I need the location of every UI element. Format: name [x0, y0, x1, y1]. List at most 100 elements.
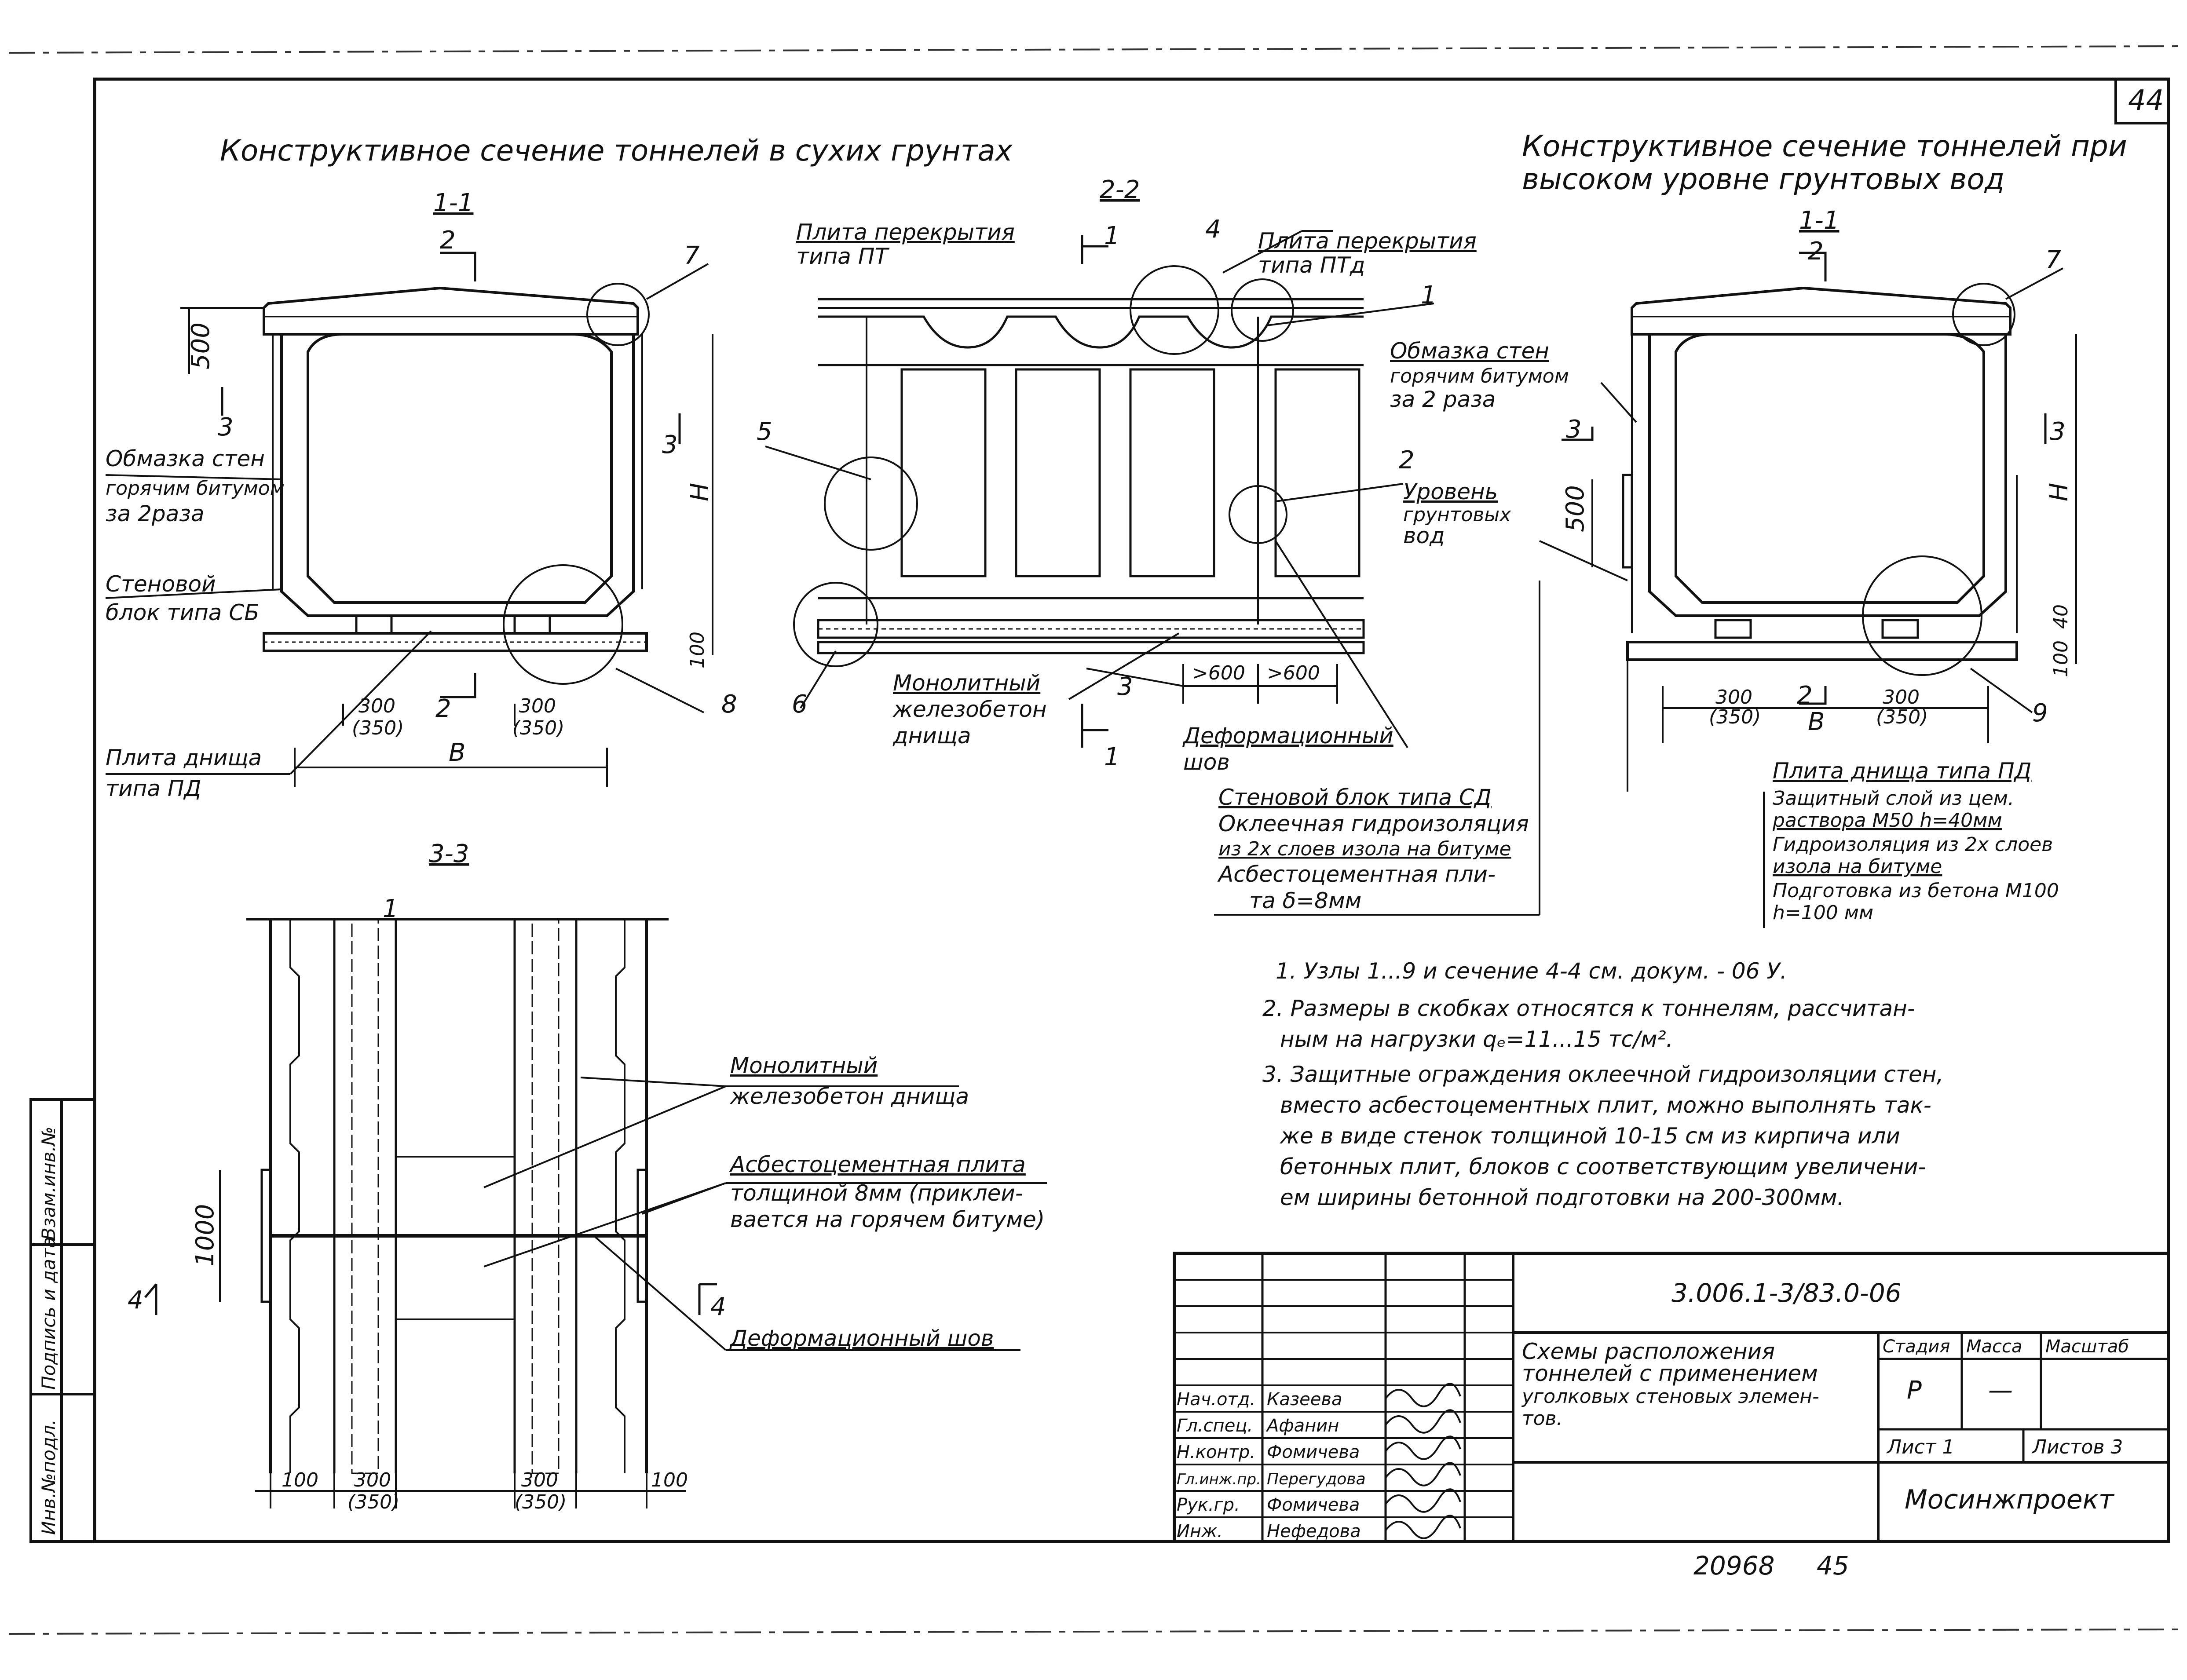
tb-name-6: Нефедова — [1267, 1521, 1361, 1541]
dim-350-d: (350) — [1876, 706, 1928, 728]
mark-8: 8 — [721, 690, 737, 719]
slab-ptd-l2: типа ПТд — [1258, 252, 1365, 278]
tb-title-1: Схемы расположения — [1522, 1339, 1775, 1364]
bottom-left-l1: Плита днища — [106, 745, 262, 771]
side-stamp-replace: Взам.инв.№ — [38, 1127, 59, 1240]
asb-33-l2: толщиной 8мм (приклеи- — [730, 1180, 1023, 1206]
joint-22-l2: шов — [1183, 749, 1230, 775]
dim-300-a: 300 — [358, 695, 395, 717]
title-dry: Конструктивное сечение тоннелей в сухих … — [220, 134, 1013, 168]
mono-22-l1: Монолитный — [893, 670, 1040, 696]
legend-wall-3: Асбестоцементная пли- — [1217, 862, 1496, 887]
tb-org: Мосинжпроект — [1905, 1484, 2115, 1515]
dim-300-33a: 300 — [354, 1469, 391, 1491]
dim-h-left: H — [686, 483, 714, 501]
tb-title-4: тов. — [1522, 1407, 1562, 1430]
note-3d: бетонных плит, блоков с соответствующим … — [1280, 1154, 1926, 1180]
legend-bottom-5: Подготовка из бетона М100 — [1773, 880, 2059, 902]
mark-4-right: 4 — [710, 1293, 726, 1321]
legend-bottom-4: изола на битуме — [1773, 855, 1942, 878]
dim-500-left: 500 — [187, 322, 215, 369]
coating-22-l2: горячим битумом — [1390, 365, 1569, 387]
dim-350-a: (350) — [352, 717, 404, 739]
mono-33-l2: железобетон днища — [730, 1084, 969, 1109]
legend-wall-0: Стеновой блок типа СД — [1218, 785, 1492, 810]
slab-ptd-l1: Плита перекрытия — [1258, 228, 1477, 254]
asb-33-l1: Асбестоцементная плита — [729, 1152, 1026, 1177]
note-3b: вместо асбестоцементных плит, можно выпо… — [1280, 1092, 1931, 1118]
mark-1-right-22: 1 — [1421, 281, 1437, 310]
mark-2-bottom-left: 2 — [435, 694, 451, 723]
section-1-1-left: 1-1 — [105, 189, 713, 787]
legend-wall-2: из 2х слоев изола на битуме — [1218, 838, 1511, 860]
mono-33-l1: Монолитный — [730, 1053, 878, 1078]
mark-3-22: 3 — [1117, 672, 1133, 701]
asb-33-l3: вается на горячем битуме) — [730, 1207, 1045, 1232]
coating-left-l2: горячим битумом — [106, 477, 285, 500]
dim-100-33a: 100 — [282, 1469, 318, 1491]
section-label-2-2: 2-2 — [1100, 175, 1140, 204]
dim-300-b: 300 — [519, 695, 556, 717]
legend-bottom-3: Гидроизоляция из 2х слоев — [1773, 833, 2053, 856]
side-stamp-sign: Подпись и дата — [38, 1237, 59, 1390]
dim-350-b: (350) — [512, 717, 564, 739]
tb-name-1: Казеева — [1267, 1389, 1342, 1410]
section-2-2: 2-2 — [765, 175, 1434, 749]
notes-block: 1. Узлы 1...9 и сечение 4-4 см. докум. -… — [1262, 958, 1943, 1210]
dim-100-33b: 100 — [651, 1469, 688, 1491]
mark-2-right-22: 2 — [1399, 446, 1415, 475]
mark-2-top-right: 2 — [1808, 237, 1824, 266]
tb-title-3: уголковых стеновых элемен- — [1521, 1385, 1819, 1408]
mark-3-right-b: 3 — [2050, 417, 2066, 446]
paper-edge-lines — [8, 45, 2182, 1635]
mono-22-l2: железобетон — [892, 697, 1047, 722]
wallblock-left-l1: Стеновой — [106, 571, 216, 597]
legend-bottom-0: Плита днища типа ПД — [1773, 758, 2032, 784]
mark-9: 9 — [2032, 699, 2048, 727]
section-label-3-3: 3-3 — [429, 840, 469, 868]
mark-4-left: 4 — [128, 1286, 143, 1315]
side-stamp-inv: Инв.№подл. — [38, 1419, 59, 1535]
tb-sheet: Лист 1 — [1886, 1436, 1954, 1458]
title-wet-line1: Конструктивное сечение тоннелей при — [1522, 129, 2127, 163]
mark-6: 6 — [792, 690, 808, 719]
legend-wall-1: Оклеечная гидроизоляция — [1218, 811, 1529, 836]
section-label-1-1-left: 1-1 — [433, 189, 473, 217]
page-number: 44 — [2128, 84, 2164, 117]
dim-600-b: >600 — [1267, 662, 1320, 684]
legend-wall-4: та δ=8мм — [1249, 888, 1361, 913]
legend-bottom-1: Защитный слой из цем. — [1773, 787, 2014, 810]
dim-300-d: 300 — [1883, 686, 1920, 709]
tb-sheets: Листов 3 — [2031, 1436, 2123, 1458]
tb-stage-label: Стадия — [1883, 1337, 1950, 1357]
mark-2-top-left: 2 — [440, 226, 456, 255]
tb-name-3: Фомичева — [1267, 1442, 1360, 1462]
mark-1-top-22: 1 — [1104, 222, 1120, 250]
dim-350-33b: (350) — [515, 1491, 567, 1513]
tb-role-5: Рук.гр. — [1177, 1495, 1240, 1515]
mark-7-left: 7 — [684, 241, 700, 270]
coating-22-l3: за 2 раза — [1390, 387, 1496, 412]
water-l2: грунтовых — [1403, 504, 1511, 526]
bottom-left-l2: типа ПД — [106, 776, 201, 801]
dim-100-right: 100 — [2050, 640, 2072, 677]
section-3-3: 3-3 — [144, 840, 1047, 1508]
tb-role-2: Гл.спец. — [1177, 1416, 1253, 1436]
note-2a: 2. Размеры в скобках относятся к тоннеля… — [1262, 996, 1915, 1021]
mark-2-bottom-right: 2 — [1797, 681, 1813, 710]
tb-name-4: Перегудова — [1267, 1470, 1366, 1488]
dim-b-right: B — [1808, 708, 1825, 736]
bottom-page-number: 45 — [1817, 1551, 1849, 1581]
tb-role-3: Н.контр. — [1177, 1442, 1255, 1462]
mark-4: 4 — [1205, 215, 1221, 244]
tb-stage-value: Р — [1907, 1376, 1922, 1405]
tb-role-4: Гл.инж.пр. — [1177, 1471, 1261, 1488]
dim-40-right: 40 — [2050, 604, 2072, 629]
mark-1-33: 1 — [383, 895, 399, 923]
note-2b: ным на нагрузки qₑ=11...15 тс/м². — [1280, 1026, 1673, 1052]
sheet-frame — [93, 77, 2170, 1543]
dim-300-33b: 300 — [521, 1469, 558, 1491]
coating-left-l1: Обмазка стен — [106, 446, 265, 471]
coating-left-l3: за 2раза — [106, 501, 205, 526]
